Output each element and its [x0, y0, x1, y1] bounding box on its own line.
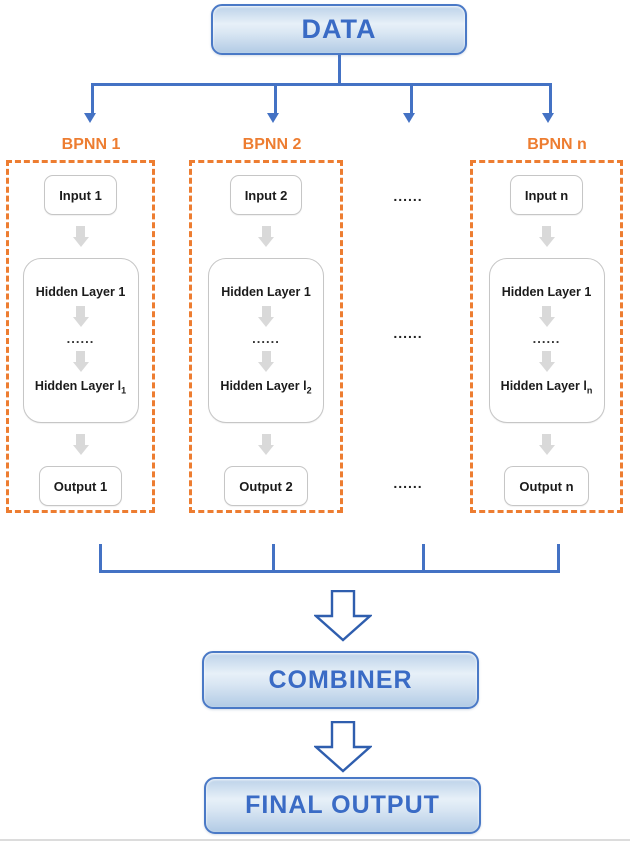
bpnn1-hidden-last-label: Hidden Layer l1	[34, 379, 127, 396]
bpnnn-block: Input n Hidden Layer 1 ...... Hidden Lay…	[470, 160, 623, 513]
bpnn2-output-node: Output 2	[224, 466, 308, 506]
branch-line	[91, 83, 552, 86]
bpnnn-output-label: Output n	[519, 478, 574, 494]
bpnn2-hidden-first-label: Hidden Layer 1	[221, 285, 311, 300]
bpnnn-input-node: Input n	[509, 175, 584, 215]
bpnnn-title: BPNN n	[527, 136, 587, 153]
block-down-arrow-icon	[314, 721, 372, 773]
ellipsis-row-bottom: ......	[393, 475, 423, 491]
bpnn1-hidden-node: Hidden Layer 1 ...... Hidden Layer l1	[22, 258, 139, 423]
bpnn1-input-node: Input 1	[44, 175, 117, 215]
down-arrow-icon	[72, 351, 89, 373]
connector-line	[548, 84, 552, 114]
block-down-arrow-icon	[314, 590, 372, 642]
final-output-node: FINAL OUTPUT	[204, 777, 481, 834]
down-arrow-icon	[72, 434, 89, 455]
bpnnn-output-node: Output n	[504, 466, 589, 506]
bpnn2-title: BPNN 2	[242, 136, 302, 153]
data-node: DATA	[211, 4, 467, 55]
bpnn2-input-label: Input 2	[244, 187, 288, 203]
bpnn2-hidden-ellipsis: ......	[252, 331, 280, 347]
bpnnn-hidden-last-label: Hidden Layer ln	[500, 379, 593, 396]
bpnn1-title: BPNN 1	[61, 136, 121, 153]
down-arrowhead-icon	[403, 113, 415, 123]
bpnn1-hidden-ellipsis: ......	[66, 331, 95, 347]
ellipsis-row-middle: ......	[393, 325, 423, 341]
bpnnn-hidden-node: Hidden Layer 1 ...... Hidden Layer ln	[488, 258, 605, 423]
down-arrow-icon	[258, 351, 274, 373]
bpnn1-output-label: Output 1	[53, 478, 108, 494]
bpnn2-input-node: Input 2	[229, 175, 303, 215]
bpnn2-hidden-last-label: Hidden Layer l2	[220, 379, 312, 396]
bpnn2-block: Input 2 Hidden Layer 1 ...... Hidden Lay…	[189, 160, 343, 513]
down-arrow-icon	[538, 306, 555, 328]
down-arrow-icon	[72, 226, 89, 247]
page-bottom-divider	[0, 839, 630, 841]
collector-line	[98, 570, 560, 573]
bpnnn-input-label: Input n	[524, 187, 569, 203]
bpnnn-hidden-first-label: Hidden Layer 1	[501, 285, 592, 300]
bpnnn-hidden-ellipsis: ......	[532, 331, 561, 347]
down-arrow-icon	[538, 434, 555, 455]
connector-line	[271, 544, 275, 572]
bpnn1-output-node: Output 1	[38, 466, 123, 506]
connector-line	[273, 84, 277, 114]
bpnn1-input-label: Input 1	[59, 187, 102, 203]
down-arrow-icon	[258, 226, 274, 247]
down-arrowhead-icon	[84, 113, 96, 123]
down-arrow-icon	[72, 306, 89, 328]
down-arrow-icon	[258, 306, 274, 328]
down-arrow-icon	[538, 226, 555, 247]
connector-line	[556, 544, 560, 572]
bpnn1-block: Input 1 Hidden Layer 1 ...... Hidden Lay…	[6, 160, 155, 513]
bpnn1-hidden-first-label: Hidden Layer 1	[35, 285, 126, 300]
bpnn2-hidden-node: Hidden Layer 1 ...... Hidden Layer l2	[208, 258, 324, 423]
connector-line	[98, 544, 102, 572]
bpnn2-output-label: Output 2	[239, 478, 293, 494]
down-arrowhead-icon	[542, 113, 554, 123]
connector-line	[90, 84, 94, 114]
final-output-label: FINAL OUTPUT	[245, 791, 440, 819]
connector-line	[338, 55, 341, 84]
down-arrow-icon	[258, 434, 274, 455]
combiner-node: COMBINER	[202, 651, 479, 709]
connector-line	[409, 84, 413, 114]
data-node-label: DATA	[301, 14, 377, 44]
connector-line	[421, 544, 425, 572]
down-arrow-icon	[538, 351, 555, 373]
down-arrowhead-icon	[267, 113, 279, 123]
combiner-label: COMBINER	[268, 665, 413, 694]
ellipsis-row-top: ......	[393, 188, 423, 204]
